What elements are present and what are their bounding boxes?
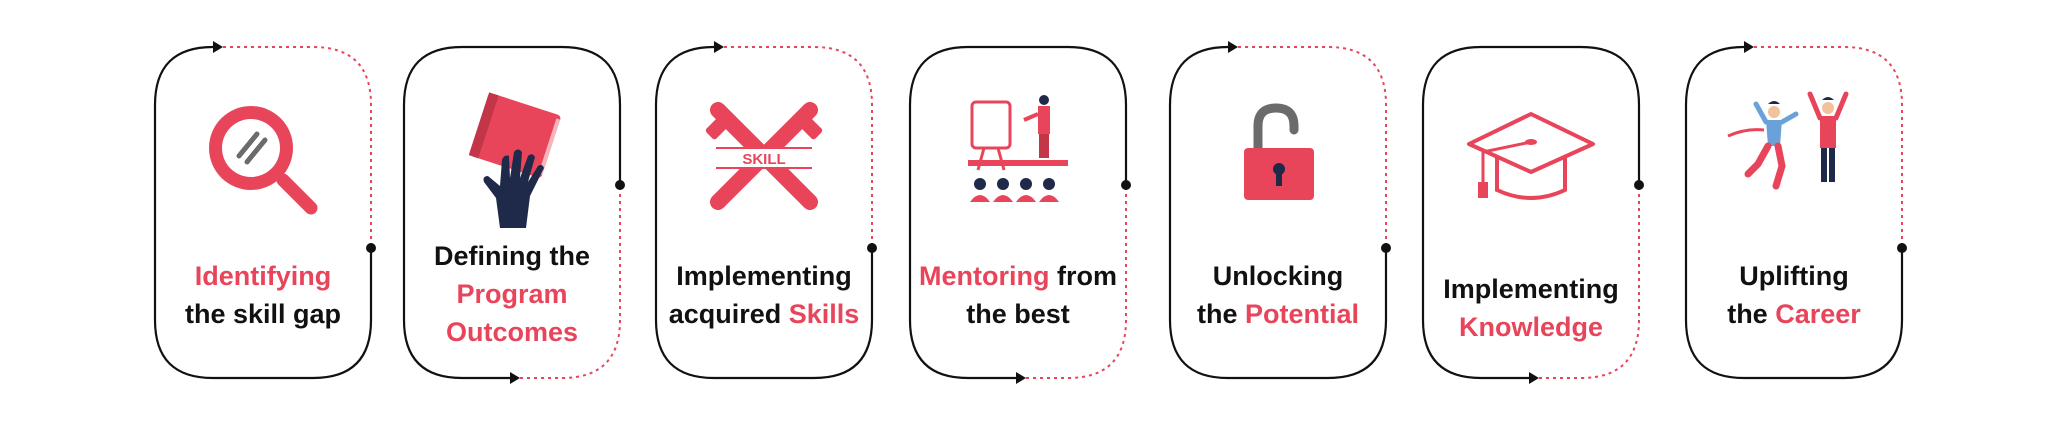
frame-solid-segment [1238, 248, 1388, 380]
step-frame [153, 41, 376, 380]
label-text: Defining the [434, 241, 590, 271]
frame-solid-segment [464, 45, 622, 185]
frame-solid-segment [970, 45, 1128, 185]
frame-solid-segment [1421, 45, 1531, 380]
step-frame [402, 45, 625, 384]
label-line: Unlocking [1174, 257, 1382, 295]
label-highlight: Potential [1245, 299, 1360, 329]
label-text: Implementing [676, 261, 852, 291]
step-5: Unlocking the Potential [1168, 41, 1391, 380]
skill-tools-icon: SKILL [705, 102, 823, 210]
label-line: Mentoring from [914, 257, 1122, 295]
label-text: the [1727, 299, 1776, 329]
frame-solid-segment [1754, 248, 1904, 380]
step-frame [654, 41, 877, 380]
label-highlight: Outcomes [445, 317, 579, 347]
frame-solid-segment [654, 45, 724, 380]
label-line: the Career [1690, 295, 1898, 333]
mentor-presentation-icon [968, 95, 1068, 202]
step-frame [1421, 45, 1644, 384]
connector-dot [1381, 243, 1391, 253]
label-line: the best [914, 295, 1122, 333]
step-4: Mentoring from the best [908, 45, 1131, 384]
label-text: acquired [668, 299, 789, 329]
label-text: the [1196, 299, 1245, 329]
unlocked-padlock-icon [1244, 103, 1314, 200]
label-text: Uplifting [1739, 261, 1849, 291]
arrow-head-icon [213, 41, 223, 53]
connector-dot [1634, 180, 1644, 190]
frame-solid-segment [908, 45, 1018, 380]
frame-solid-segment [1684, 45, 1754, 380]
frame-solid-segment [223, 248, 373, 380]
frame-solid-segment [1483, 45, 1641, 185]
connector-dot [1897, 243, 1907, 253]
step-frame [908, 45, 1131, 384]
label-line: Uplifting [1690, 257, 1898, 295]
label-highlight: Knowledge [1458, 312, 1603, 342]
frame-solid-segment [153, 45, 223, 380]
graduation-cap-icon [1467, 112, 1595, 200]
celebrating-people-icon [1727, 91, 1849, 190]
step-2: Defining the Program Outcomes [402, 45, 625, 384]
label-line: Implementing [1427, 270, 1635, 308]
arrow-head-icon [1744, 41, 1754, 53]
frame-solid-segment [724, 248, 874, 380]
label-line: Identifying [159, 257, 367, 295]
step-label: Identifying the skill gap [159, 257, 367, 333]
step-label: Implementing Knowledge [1427, 270, 1635, 346]
label-text: the skill gap [184, 299, 342, 329]
connector-dot [867, 243, 877, 253]
label-line: Outcomes [408, 313, 616, 351]
label-highlight: Career [1775, 299, 1861, 329]
label-text: from [1049, 261, 1117, 291]
arrow-head-icon [1228, 41, 1238, 53]
step-6: Implementing Knowledge [1421, 45, 1644, 384]
label-text: the best [966, 299, 1070, 329]
step-7: Uplifting the Career [1684, 41, 1907, 380]
step-label: Mentoring from the best [914, 257, 1122, 333]
connector-dot [1121, 180, 1131, 190]
label-line: acquired Skills [660, 295, 868, 333]
label-line: Knowledge [1427, 308, 1635, 346]
skill-badge-text: SKILL [742, 151, 785, 168]
arrow-head-icon [714, 41, 724, 53]
step-label: Implementing acquired Skills [660, 257, 868, 333]
book-hand-icon [468, 92, 561, 228]
arrow-head-icon [1529, 372, 1539, 384]
step-1: Identifying the skill gap [153, 41, 376, 380]
step-3: SKILL Implementing acquired Skills [654, 41, 877, 380]
label-text: Unlocking [1212, 261, 1344, 291]
connector-dot [615, 180, 625, 190]
label-highlight: Skills [788, 299, 860, 329]
step-label: Defining the Program Outcomes [408, 237, 616, 351]
step-label: Unlocking the Potential [1174, 257, 1382, 333]
label-highlight: Mentoring [919, 261, 1050, 291]
label-line: the skill gap [159, 295, 367, 333]
connector-dot [366, 243, 376, 253]
label-line: Defining the [408, 237, 616, 275]
frame-solid-segment [1168, 45, 1238, 380]
step-label: Uplifting the Career [1690, 257, 1898, 333]
label-line: Program [408, 275, 616, 313]
label-text: Implementing [1443, 274, 1619, 304]
label-highlight: Identifying [194, 261, 332, 291]
frame-solid-segment [402, 45, 512, 380]
label-line: the Potential [1174, 295, 1382, 333]
label-line: Implementing [660, 257, 868, 295]
arrow-head-icon [1016, 372, 1026, 384]
label-highlight: Program [456, 279, 568, 309]
arrow-head-icon [510, 372, 520, 384]
magnifier-icon [209, 106, 318, 215]
step-frame [1684, 41, 1907, 380]
step-frame [1168, 41, 1391, 380]
